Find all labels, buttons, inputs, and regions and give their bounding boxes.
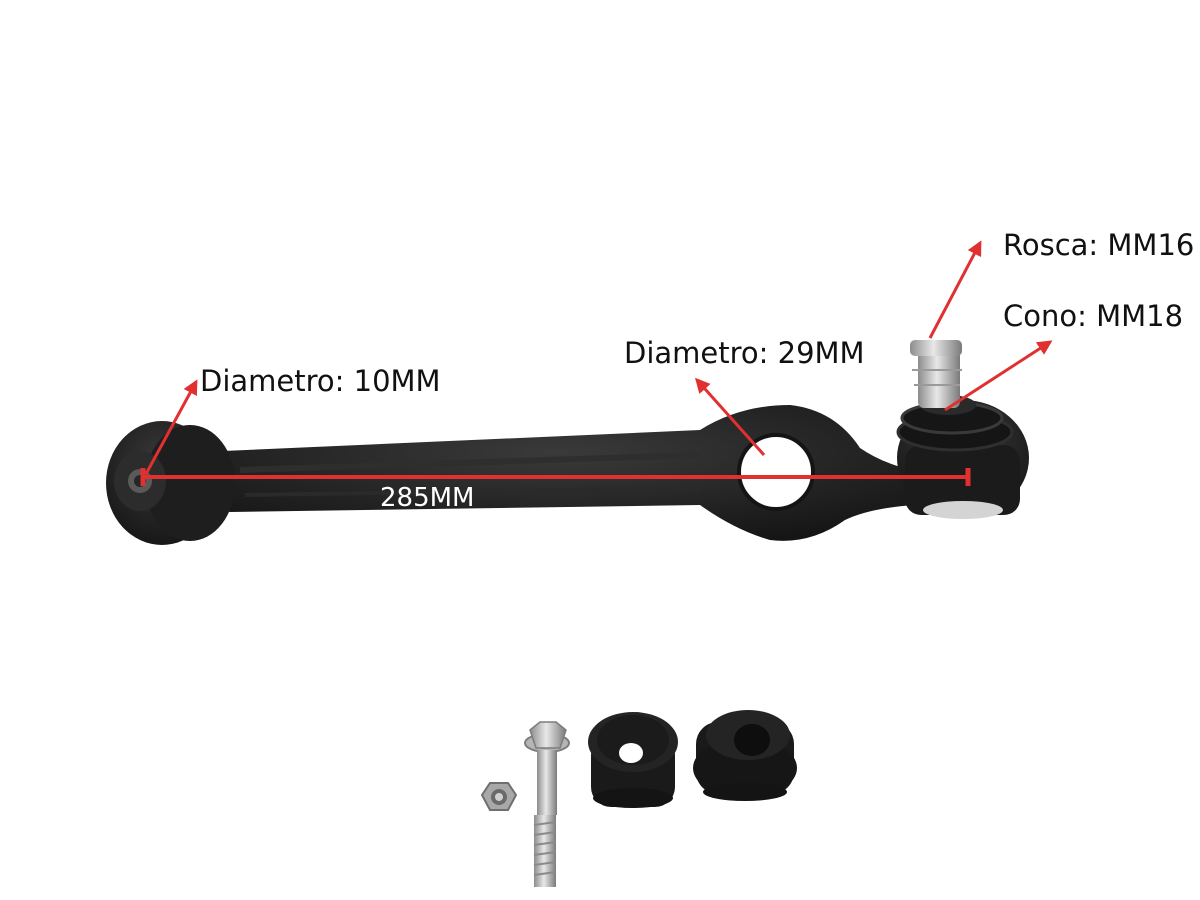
ball-joint (896, 340, 1029, 519)
length-dimension-label: 285MM (380, 483, 475, 513)
label-rosca: Rosca: MM16 (1003, 228, 1194, 262)
callout-labels: Diametro: 10MM Diametro: 29MM Rosca: MM1… (200, 228, 1194, 398)
arm-rib (239, 452, 701, 473)
control-arm (106, 340, 1029, 545)
label-diametro-10: Diametro: 10MM (200, 364, 441, 398)
center-bushing-hole (737, 433, 815, 511)
arrow-rosca (928, 240, 982, 339)
rubber-bushing-2 (693, 710, 797, 801)
arrow-diametro-29 (695, 377, 766, 456)
arrow-cono (944, 340, 1053, 412)
length-dimension: 285MM (140, 468, 971, 513)
bolt (524, 721, 570, 887)
label-cono: Cono: MM18 (1003, 299, 1183, 333)
hex-nut (480, 782, 518, 811)
label-diametro-29: Diametro: 29MM (624, 336, 865, 370)
ball-joint-stud (918, 350, 960, 408)
rubber-bushing-1 (588, 712, 678, 808)
arm-bar (200, 405, 915, 541)
arrow-diametro-10 (144, 379, 198, 475)
left-bushing-eye (106, 421, 235, 545)
hardware-kit (480, 710, 797, 887)
arm-rib-lower (244, 486, 701, 497)
callout-arrows (144, 240, 1053, 475)
